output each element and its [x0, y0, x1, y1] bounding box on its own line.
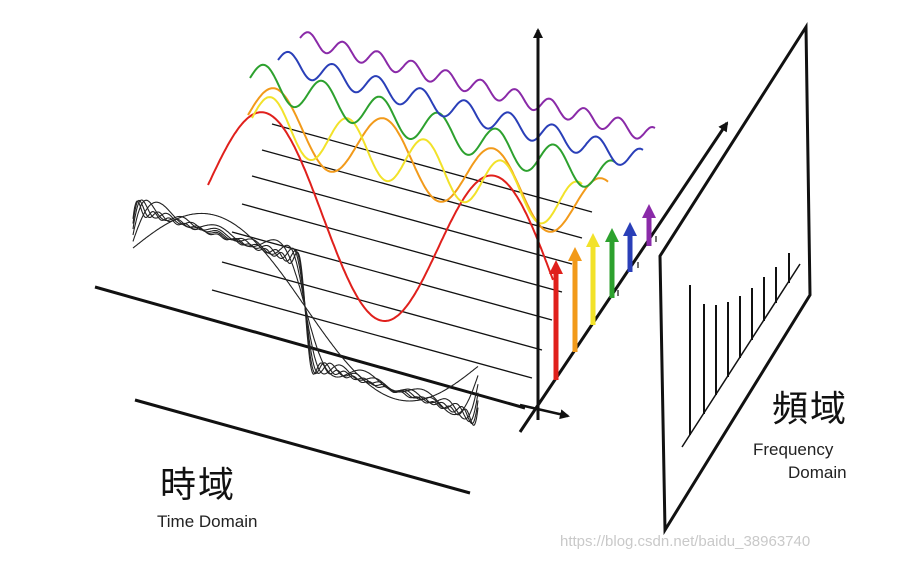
harmonic-wave-2 [247, 87, 609, 233]
square-wave-sum-11 [132, 200, 479, 427]
amplitude-arrow-head-2 [568, 247, 582, 261]
amplitude-arrow-head-6 [642, 204, 656, 218]
harmonic-wave-6 [299, 31, 656, 140]
square-wave-approximation [132, 199, 479, 427]
amplitude-arrow-head-5 [623, 222, 637, 236]
harmonic-wave-1 [207, 111, 554, 322]
harmonic-baseline-7 [271, 123, 593, 213]
harmonic-baseline-5 [251, 175, 573, 265]
harmonic-baseline-4 [241, 203, 563, 293]
harmonic-baseline-2 [221, 261, 543, 351]
spectrum-lines [689, 253, 790, 435]
frequency-domain-caption-line1: Frequency [753, 440, 834, 459]
harmonic-wave-4 [249, 63, 616, 188]
amplitude-arrows [549, 204, 656, 380]
time-domain-label: 時域 [160, 465, 237, 506]
amplitude-arrow-head-1 [549, 260, 563, 274]
time-axis-arrow [519, 403, 570, 420]
amplitude-arrow-head-4 [605, 228, 619, 242]
harmonic-baseline-6 [261, 149, 583, 239]
harmonic-baseline-1 [211, 289, 533, 379]
harmonic-wave-5 [277, 50, 644, 166]
time-domain-caption: Time Domain [157, 512, 258, 531]
frequency-domain-caption-line2: Domain [788, 463, 847, 482]
harmonic-wave-3 [251, 96, 583, 225]
time-axis-lower [134, 398, 471, 495]
frequency-domain-label: 頻域 [772, 389, 849, 430]
frequency-axis-ticks [617, 236, 657, 296]
watermark-url: https://blog.csdn.net/baidu_38963740 [560, 533, 811, 550]
harmonic-baseline-3 [231, 231, 553, 321]
amplitude-arrow-head-3 [586, 233, 600, 247]
frequency-domain-panel [658, 21, 812, 536]
frequency-axis [518, 121, 729, 433]
harmonic-waves [207, 31, 656, 322]
